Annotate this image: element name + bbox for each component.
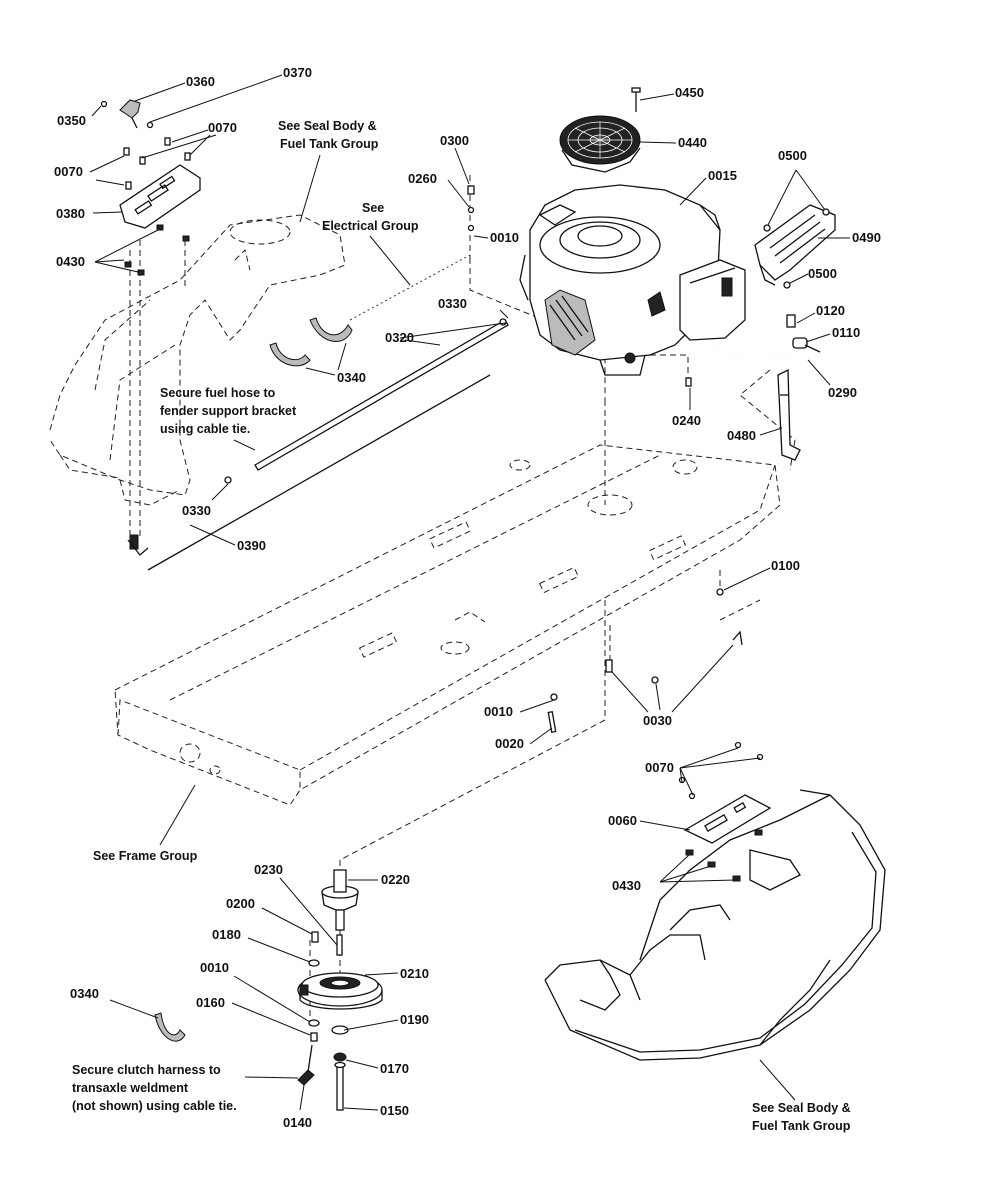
notes: See Seal Body & Fuel Tank Group See Elec… xyxy=(72,119,851,1133)
bracket-0380 xyxy=(119,164,201,229)
label-0260: 0260 xyxy=(408,171,437,186)
label-0440: 0440 xyxy=(678,135,707,150)
label-0010-bottom: 0010 xyxy=(200,960,229,975)
note-frame-group: See Frame Group xyxy=(93,849,198,863)
note-electrical-line1: See xyxy=(362,201,384,215)
label-0170: 0170 xyxy=(380,1061,409,1076)
rod-0390 xyxy=(147,374,491,571)
label-0330-top: 0330 xyxy=(438,296,467,311)
label-0110: 0110 xyxy=(832,325,860,340)
label-0340-bottom: 0340 xyxy=(70,986,99,1001)
label-0070-top: 0070 xyxy=(208,120,237,135)
heat-shield xyxy=(754,204,836,289)
label-0380: 0380 xyxy=(56,206,85,221)
label-0070-left: 0070 xyxy=(54,164,83,179)
label-0070-bottom: 0070 xyxy=(645,760,674,775)
label-0190: 0190 xyxy=(400,1012,429,1027)
label-0370: 0370 xyxy=(283,65,312,80)
label-0140: 0140 xyxy=(283,1115,312,1130)
label-0500-top: 0500 xyxy=(778,148,807,163)
label-0180: 0180 xyxy=(212,927,241,942)
fender-support-outline xyxy=(49,214,346,540)
label-0330-bottom: 0330 xyxy=(182,503,211,518)
seal-body-outline xyxy=(544,789,886,1061)
note-seal-body-top-line1: See Seal Body & xyxy=(278,119,377,133)
label-0020: 0020 xyxy=(495,736,524,751)
clip-0340-lower xyxy=(154,1012,186,1042)
air-filter-screen xyxy=(559,115,641,173)
label-0450: 0450 xyxy=(675,85,704,100)
label-0100: 0100 xyxy=(771,558,800,573)
note-seal-body-top-line2: Fuel Tank Group xyxy=(280,137,379,151)
label-0360: 0360 xyxy=(186,74,215,89)
label-0120: 0120 xyxy=(816,303,845,318)
label-0010-middle: 0010 xyxy=(484,704,513,719)
label-0240: 0240 xyxy=(672,413,701,428)
note-clutch-line3: (not shown) using cable tie. xyxy=(72,1099,237,1113)
label-0430-bottom: 0430 xyxy=(612,878,641,893)
label-0430-left: 0430 xyxy=(56,254,85,269)
fuel-bracket xyxy=(777,368,801,461)
fuel-line xyxy=(711,314,821,359)
label-0290: 0290 xyxy=(828,385,857,400)
label-0390: 0390 xyxy=(237,538,266,553)
label-0010-top: 0010 xyxy=(490,230,519,245)
label-0150: 0150 xyxy=(380,1103,409,1118)
label-0230: 0230 xyxy=(254,862,283,877)
note-electrical-line2: Electrical Group xyxy=(322,219,419,233)
label-0500-bottom: 0500 xyxy=(808,266,837,281)
label-0060: 0060 xyxy=(608,813,637,828)
label-0350: 0350 xyxy=(57,113,86,128)
label-0030: 0030 xyxy=(643,713,672,728)
plate-0060 xyxy=(683,794,772,882)
label-0160: 0160 xyxy=(196,995,225,1010)
note-seal-body-bottom-line2: Fuel Tank Group xyxy=(752,1119,851,1133)
rod-0320 xyxy=(254,318,509,471)
note-fuel-hose-line2: fender support bracket xyxy=(160,404,297,418)
note-fuel-hose-line1: Secure fuel hose to xyxy=(160,386,276,400)
label-0490: 0490 xyxy=(852,230,881,245)
handle-0360 xyxy=(119,99,141,129)
label-0015: 0015 xyxy=(708,168,737,183)
bolt-0450 xyxy=(631,87,641,112)
label-0210: 0210 xyxy=(400,966,429,981)
label-0300: 0300 xyxy=(440,133,469,148)
leader-lines xyxy=(89,74,850,1111)
note-clutch-line1: Secure clutch harness to xyxy=(72,1063,221,1077)
label-0340-top: 0340 xyxy=(337,370,366,385)
clutch-assembly xyxy=(297,869,383,1111)
engine xyxy=(519,184,746,376)
frame-outline xyxy=(114,444,781,806)
label-0480: 0480 xyxy=(727,428,756,443)
clip-0340-upper xyxy=(269,317,353,367)
note-seal-body-bottom-line1: See Seal Body & xyxy=(752,1101,851,1115)
note-fuel-hose-line3: using cable tie. xyxy=(160,422,250,436)
label-0200: 0200 xyxy=(226,896,255,911)
note-clutch-line2: transaxle weldment xyxy=(72,1081,189,1095)
label-0320: 0320 xyxy=(385,330,414,345)
part-labels: 0360 0370 0350 0070 0070 0380 0430 0300 … xyxy=(54,65,881,1130)
label-0220: 0220 xyxy=(381,872,410,887)
